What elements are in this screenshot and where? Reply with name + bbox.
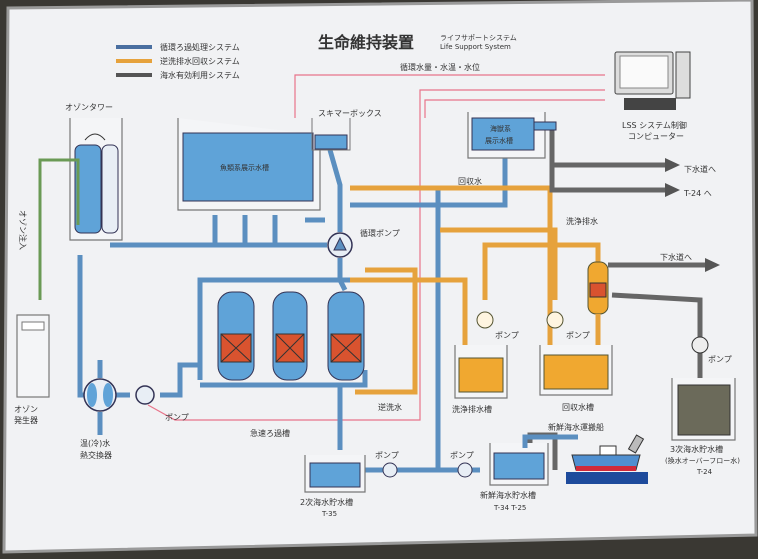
pump-label-heat: ポンプ	[165, 413, 189, 422]
wash-drain-tank: ポンプ 洗浄排水槽	[452, 311, 519, 414]
legend: 循環ろ過処理システム 逆洗排水回収システム 海水有効利用システム	[116, 42, 240, 80]
ozone-generator-label-2: 発生器	[14, 415, 38, 425]
title: 生命維持装置	[318, 33, 414, 52]
subtitle-en: Life Support System	[440, 43, 511, 51]
sewer-label-1: 下水道へ	[684, 164, 716, 174]
pump-icon	[457, 462, 473, 478]
mammal-tank-label-2: 展示水槽	[485, 136, 513, 145]
legend-label-circulation: 循環ろ過処理システム	[160, 42, 240, 52]
computer-label-2: コンピューター	[628, 132, 684, 141]
computer-label-1: LSS システム制御	[622, 120, 687, 130]
sewer-label-2: 下水道へ	[660, 252, 692, 262]
ozone-generator-label-1: オゾン	[14, 405, 38, 414]
pump-label-tank3: ポンプ	[708, 355, 732, 364]
ozone-tower-label: オゾンタワー	[65, 103, 113, 112]
ozone-injection-line	[38, 158, 80, 300]
signal-lines: 循環水量・水温・水位	[147, 62, 605, 421]
heat-exchanger-label-2: 熱交換器	[80, 450, 112, 460]
tank-3: ポンプ 3次海水貯水槽 (換水オーバーフロー水) T-24	[665, 336, 740, 476]
rapid-filters: 急速ろ過槽 逆洗水	[217, 291, 402, 438]
pump-icon	[691, 336, 709, 354]
backwash-label: 逆洗水	[378, 402, 402, 412]
pump-label-tank2: ポンプ	[375, 451, 399, 460]
pump-icon	[476, 311, 494, 329]
circulation-pump-label: 循環ポンプ	[360, 228, 400, 238]
subtitle-ja: ライフサポートシステム	[440, 34, 517, 42]
ship-icon	[566, 434, 648, 484]
legend-label-backwash: 逆洗排水回収システム	[160, 56, 240, 66]
skimmer-label: スキマーボックス	[318, 109, 382, 118]
pump-icon	[382, 462, 398, 478]
ozone-generator: オゾン 発生器	[14, 314, 50, 425]
t24-label: T-24 へ	[683, 189, 712, 198]
tank3-sub: (換水オーバーフロー水)	[665, 456, 740, 465]
recovered-water-label: 回収水	[458, 176, 482, 186]
tank-2: ポンプ 2次海水貯水槽 T-35	[300, 451, 399, 518]
legend-label-seawater: 海水有効利用システム	[160, 70, 240, 80]
recovery-tank: ポンプ 回収水槽	[539, 311, 613, 412]
fish-tank: 魚類系展示水槽 スキマーボックス	[177, 109, 382, 211]
mammal-tank-label-1: 海獣系	[490, 124, 511, 133]
mammal-tank: 海獣系 展示水槽 下水道へ T-24 へ 回収水 洗浄排水 下水道へ	[458, 112, 716, 262]
pump-label-fresh: ポンプ	[450, 451, 474, 460]
wash-drain-label: 洗浄排水	[566, 216, 598, 226]
skimmer-box	[314, 134, 348, 150]
fish-tank-label: 魚類系展示水槽	[220, 163, 269, 172]
backwash-filter-media	[589, 282, 607, 298]
ship-label: 新鮮海水運搬船	[548, 422, 604, 432]
rapid-filter-label: 急速ろ過槽	[250, 428, 290, 438]
wash-tank-label: 洗浄排水槽	[452, 404, 492, 414]
pump-label-recovery: ポンプ	[566, 331, 590, 340]
monitor-label: 循環水量・水温・水位	[400, 62, 480, 72]
fresh-seawater-tank: ポンプ 新鮮海水運搬船 新鮮海水貯水槽 T-34 T-25	[450, 422, 604, 512]
tank2-name: 2次海水貯水槽	[300, 497, 353, 507]
circulation-pump: 循環ポンプ	[327, 228, 400, 258]
recovery-tank-label: 回収水槽	[562, 402, 594, 412]
ozone-injection-label: オゾン注入	[18, 210, 28, 250]
heat-exchanger-label-1: 温(冷)水	[80, 438, 110, 448]
seawater-pipes	[527, 128, 720, 470]
tank2-id: T-35	[321, 510, 337, 518]
pump-label-wash: ポンプ	[495, 331, 519, 340]
pump-icon	[135, 385, 155, 405]
ozone-tower: オゾンタワー オゾン注入	[18, 103, 123, 300]
tank3-id: T-24	[696, 468, 713, 476]
heat-exchanger: 温(冷)水 熱交換器 ポンプ	[80, 378, 189, 460]
tank3-name: 3次海水貯水槽	[670, 444, 723, 454]
computer-icon: LSS システム制御 コンピューター	[614, 51, 691, 141]
fresh-tank-id: T-34 T-25	[493, 504, 526, 512]
pump-icon	[546, 311, 564, 329]
fresh-tank-name: 新鮮海水貯水槽	[480, 490, 536, 500]
